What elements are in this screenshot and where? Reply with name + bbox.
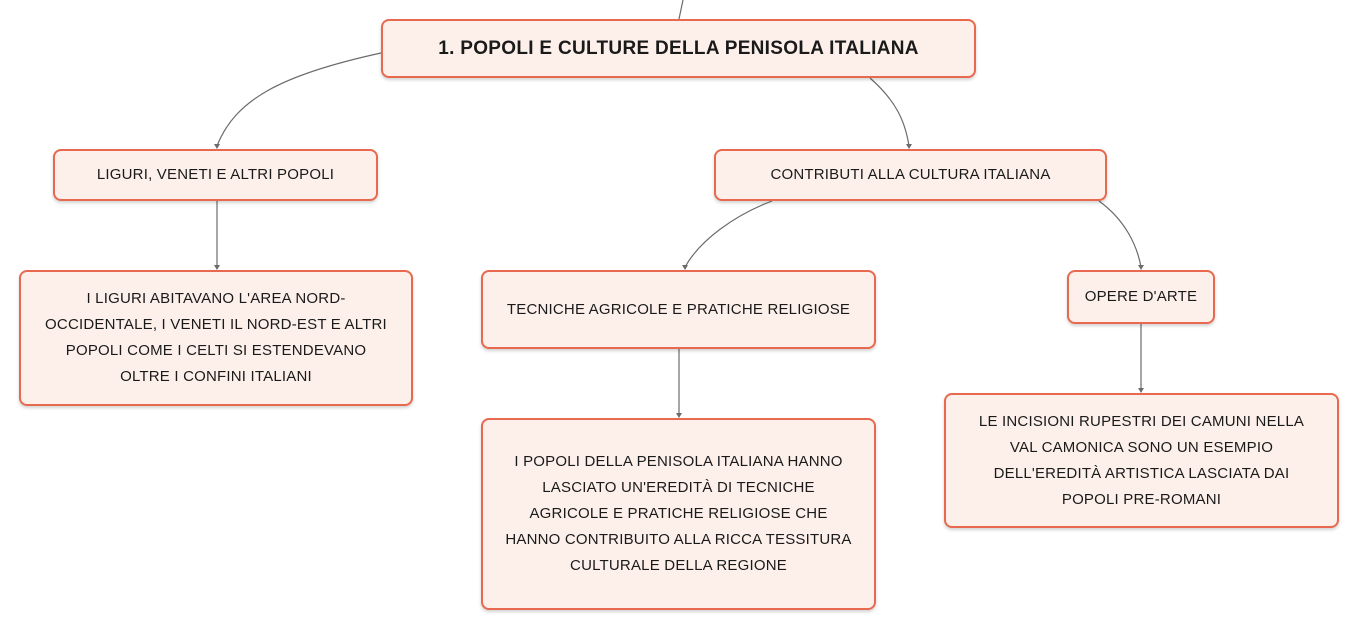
node-tecniche-agricole-label: TECNICHE AGRICOLE E PRATICHE RELIGIOSE [506,300,851,318]
node-liguri-detail[interactable]: I LIGURI ABITAVANO L'AREA NORD-OCCIDENTA… [19,270,413,406]
connector-root-to-contributi [869,77,910,147]
node-arte-detail-text: LE INCISIONI RUPESTRI DEI CAMUNI NELLA V… [978,412,1305,508]
node-root-popoli-e-culture[interactable]: 1. POPOLI E CULTURE DELLA PENISOLA ITALI… [381,19,976,78]
node-root-label: 1. POPOLI E CULTURE DELLA PENISOLA ITALI… [438,37,919,59]
node-tecniche-detail[interactable]: I POPOLI DELLA PENISOLA ITALIANA HANNO L… [481,418,876,610]
node-liguri-veneti[interactable]: LIGURI, VENETI E ALTRI POPOLI [53,149,378,201]
node-contributi-cultura-label: CONTRIBUTI ALLA CULTURA ITALIANA [770,166,1051,183]
node-liguri-veneti-label: LIGURI, VENETI E ALTRI POPOLI [96,166,335,183]
node-opere-arte[interactable]: OPERE D'ARTE [1067,270,1215,324]
node-tecniche-detail-text: I POPOLI DELLA PENISOLA ITALIANA HANNO L… [505,453,852,574]
node-liguri-detail-text: I LIGURI ABITAVANO L'AREA NORD-OCCIDENTA… [45,290,387,385]
connector-parent-to-root [678,0,684,20]
connector-contributi-to-tecniche [684,200,773,268]
connector-contributi-to-arte [1098,200,1142,268]
node-opere-arte-label: OPERE D'ARTE [1084,288,1198,305]
node-contributi-cultura[interactable]: CONTRIBUTI ALLA CULTURA ITALIANA [714,149,1107,201]
node-arte-detail[interactable]: LE INCISIONI RUPESTRI DEI CAMUNI NELLA V… [944,393,1339,528]
connector-root-to-liguri [216,52,382,147]
node-tecniche-agricole[interactable]: TECNICHE AGRICOLE E PRATICHE RELIGIOSE [481,270,876,349]
